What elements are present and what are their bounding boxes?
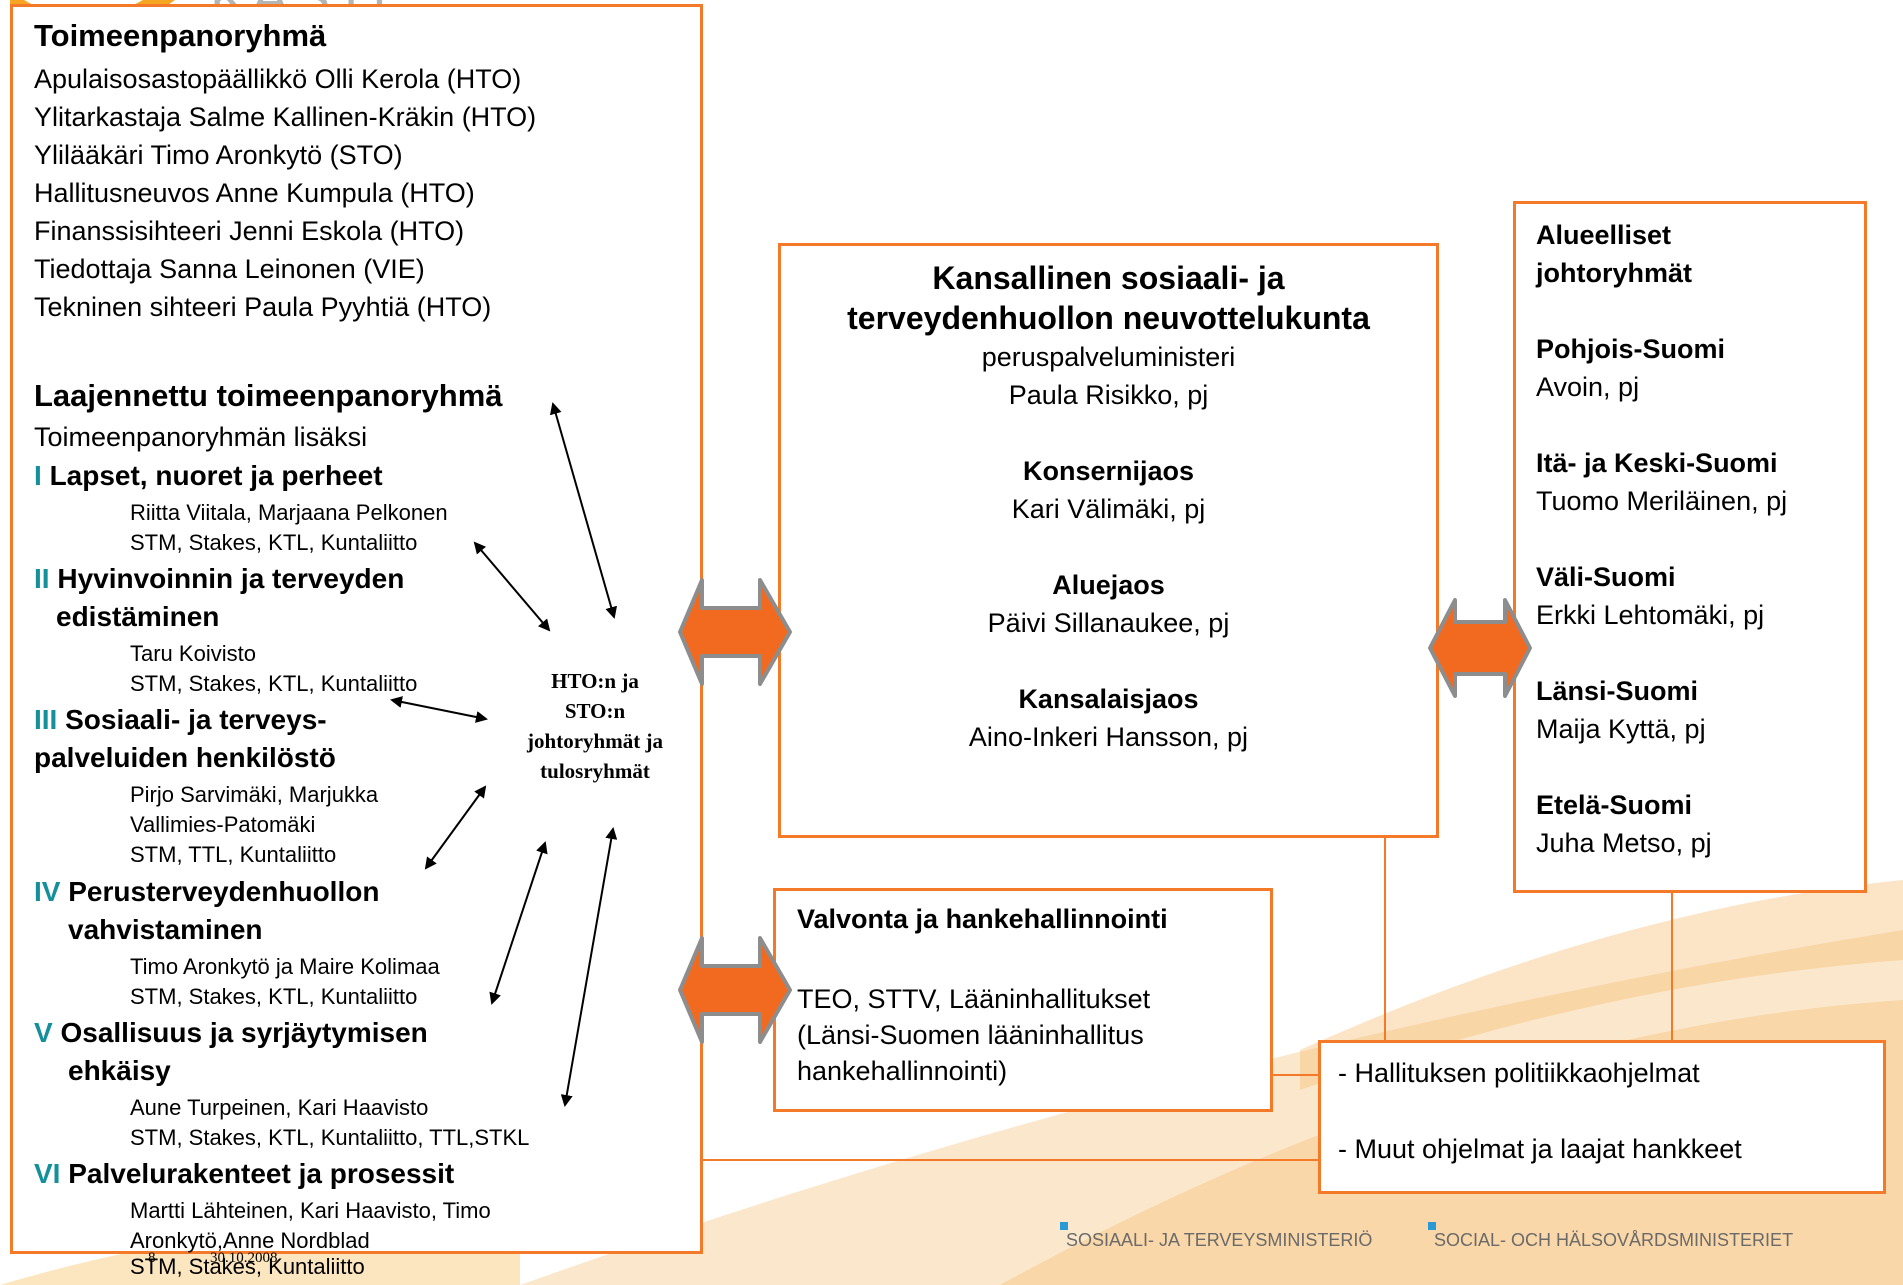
- list-item: Finanssisihteeri Jenni Eskola (HTO): [34, 216, 465, 246]
- group-title-line: edistäminen: [56, 601, 220, 632]
- group-title-line: Sosiaali- ja terveys-: [65, 704, 327, 735]
- program-item: - Muut ohjelmat ja laajat hankkeet: [1338, 1134, 1742, 1164]
- ministry-square-icon: [1428, 1222, 1436, 1230]
- ministry-name-fi: SOSIAALI- JA TERVEYSMINISTERIÖ: [1066, 1230, 1373, 1250]
- region-name: Itä- ja Keski-Suomi: [1536, 448, 1778, 478]
- group-line: Pirjo Sarvimäki, Marjukka: [130, 782, 379, 807]
- program-item: - Hallituksen politiikkaohjelmat: [1338, 1058, 1700, 1088]
- division-chair: Kari Välimäki, pj: [1011, 494, 1206, 524]
- region-chair: Avoin, pj: [1536, 372, 1640, 402]
- group-title-line: Lapset, nuoret ja perheet: [49, 460, 383, 491]
- supervision-title: Valvonta ja hankehallinnointi: [797, 904, 1168, 934]
- subtitle: Toimeenpanoryhmän lisäksi: [34, 422, 368, 452]
- advisory-board-content: Kansallinen sosiaali- ja terveydenhuollo…: [778, 258, 1439, 756]
- group-title-line: Hyvinvoinnin ja terveyden: [57, 563, 405, 594]
- regional-title: Alueelliset: [1536, 220, 1672, 250]
- group-title: VI Palvelurakenteet ja prosessit: [34, 1158, 454, 1190]
- group-title: II Hyvinvoinnin ja terveyden: [34, 563, 404, 595]
- division-name: Aluejaos: [1052, 570, 1165, 600]
- group-line: STM, Stakes, KTL, Kuntaliitto: [130, 530, 418, 555]
- heading-laajennettu: Laajennettu toimeenpanoryhmä: [34, 378, 503, 413]
- double-arrow-icon: [1428, 598, 1532, 698]
- group-line: Martti Lähteinen, Kari Haavisto, Timo: [130, 1198, 491, 1223]
- group-title-line: palveluiden henkilöstö: [34, 742, 336, 773]
- roman-numeral: V: [34, 1017, 53, 1048]
- roman-numeral: III: [34, 704, 58, 735]
- group-line: STM, TTL, Kuntaliitto: [130, 842, 337, 867]
- list-item: Ylitarkastaja Salme Kallinen-Kräkin (HTO…: [34, 102, 537, 132]
- region-name: Länsi-Suomi: [1536, 676, 1699, 706]
- footer-date: 30.10.2008: [210, 1250, 278, 1266]
- group-line: Riitta Viitala, Marjaana Pelkonen: [130, 500, 448, 525]
- region-chair: Tuomo Meriläinen, pj: [1536, 486, 1788, 516]
- double-arrow-icon: [678, 578, 792, 686]
- ministry-square-icon: [1060, 1222, 1068, 1230]
- division-name: Konsernijaos: [1022, 456, 1195, 486]
- supervision-line: hankehallinnointi): [797, 1056, 1008, 1086]
- group-line: Aronkytö,Anne Nordblad: [130, 1228, 370, 1253]
- heading-toimeenpanoryhma: Toimeenpanoryhmä: [34, 18, 327, 53]
- hub-line: HTO:n ja: [551, 669, 639, 693]
- group-line: STM, Stakes, KTL, Kuntaliitto: [130, 984, 418, 1009]
- ministry-name-sv: SOCIAL- OCH HÄLSOVÅRDSMINISTERIET: [1434, 1230, 1794, 1250]
- list-item: Ylilääkäri Timo Aronkytö (STO): [34, 140, 403, 170]
- hub-line: tulosryhmät: [540, 759, 650, 783]
- supervision-box: [773, 888, 1273, 1112]
- list-item: Hallitusneuvos Anne Kumpula (HTO): [34, 178, 475, 208]
- division-chair: Aino-Inkeri Hansson, pj: [968, 722, 1249, 752]
- hub-line: johtoryhmät ja: [527, 729, 663, 753]
- group-title-line: Palvelurakenteet ja prosessit: [68, 1158, 455, 1189]
- board-chair-role: peruspalveluministeri: [981, 342, 1236, 372]
- group-line: Timo Aronkytö ja Maire Kolimaa: [130, 954, 440, 979]
- region-name: Väli-Suomi: [1536, 562, 1676, 592]
- division-name: Kansalaisjaos: [1018, 684, 1199, 714]
- group-line: STM, Stakes, KTL, Kuntaliitto: [130, 671, 418, 696]
- group-line: STM, Stakes, KTL, Kuntaliitto, TTL,STKL: [130, 1125, 530, 1150]
- region-name: Etelä-Suomi: [1536, 790, 1693, 820]
- region-name: Pohjois-Suomi: [1536, 334, 1725, 364]
- board-chair-name: Paula Risikko, pj: [1008, 380, 1209, 410]
- footer-page-number: 8: [148, 1250, 156, 1266]
- board-title: terveydenhuollon neuvottelukunta: [847, 300, 1370, 336]
- roman-numeral: IV: [34, 876, 61, 907]
- group-line: Aune Turpeinen, Kari Haavisto: [130, 1095, 429, 1120]
- group-title-line: vahvistaminen: [68, 914, 263, 945]
- list-item: Apulaisosastopäällikkö Olli Kerola (HTO): [34, 64, 522, 94]
- group-title: III Sosiaali- ja terveys-: [34, 704, 327, 736]
- group-title-line: ehkäisy: [68, 1055, 171, 1086]
- roman-numeral: II: [34, 563, 50, 594]
- roman-numeral: VI: [34, 1158, 61, 1189]
- group-title-line: Osallisuus ja syrjäytymisen: [60, 1017, 428, 1048]
- regional-title: johtoryhmät: [1536, 258, 1693, 288]
- supervision-line: TEO, STTV, Lääninhallitukset: [797, 984, 1151, 1014]
- hub-line: STO:n: [564, 699, 626, 723]
- roman-numeral: I: [34, 460, 42, 491]
- list-item: Tekninen sihteeri Paula Pyyhtiä (HTO): [34, 292, 492, 322]
- hub-label: HTO:n ja STO:n johtoryhmät ja tulosryhmä…: [490, 666, 700, 786]
- group-line: Vallimies-Patomäki: [130, 812, 316, 837]
- group-line: STM, Stakes, Kuntaliitto: [130, 1254, 365, 1279]
- regional-groups-box: [1513, 201, 1867, 893]
- group-title-line: Perusterveydenhuollon: [68, 876, 380, 907]
- ministry-logo: SOSIAALI- JA TERVEYSMINISTERIÖ SOCIAL- O…: [1060, 1222, 1860, 1262]
- supervision-line: (Länsi-Suomen lääninhallitus: [797, 1020, 1144, 1050]
- list-item: Tiedottaja Sanna Leinonen (VIE): [34, 254, 425, 284]
- programs-box: [1318, 1040, 1886, 1194]
- group-title: IV Perusterveydenhuollon: [34, 876, 379, 908]
- double-arrow-icon: [678, 936, 792, 1044]
- board-title: Kansallinen sosiaali- ja: [932, 260, 1285, 296]
- group-title: I Lapset, nuoret ja perheet: [34, 460, 383, 492]
- region-chair: Erkki Lehtomäki, pj: [1536, 600, 1765, 630]
- region-chair: Maija Kyttä, pj: [1536, 714, 1706, 744]
- group-line: Taru Koivisto: [130, 641, 256, 666]
- regional-groups-content: Alueelliset johtoryhmät Pohjois-Suomi Av…: [1536, 216, 1856, 862]
- advisory-board-box: [778, 243, 1439, 838]
- region-chair: Juha Metso, pj: [1536, 828, 1712, 858]
- division-chair: Päivi Sillanaukee, pj: [987, 608, 1230, 638]
- group-title: V Osallisuus ja syrjäytymisen: [34, 1017, 428, 1049]
